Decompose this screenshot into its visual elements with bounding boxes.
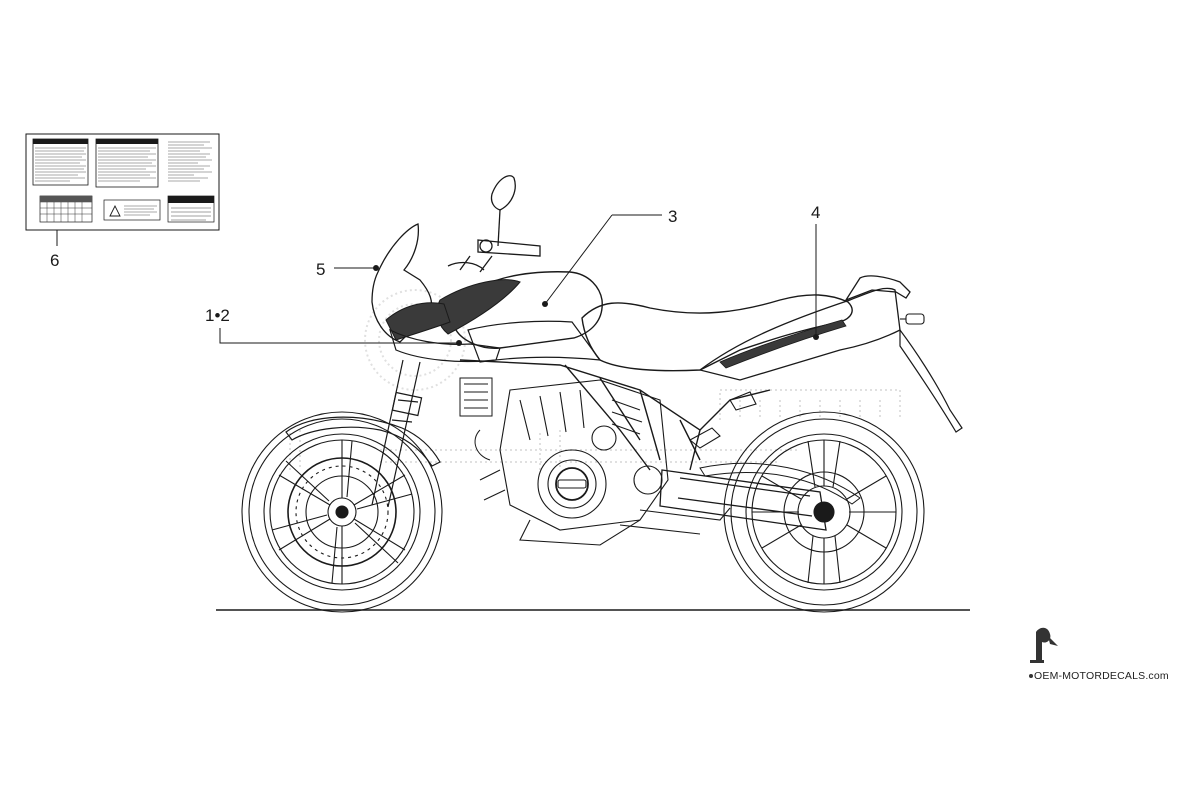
radiator: [459, 377, 493, 461]
front-wheel: [241, 411, 443, 613]
warning-triangle-icon: [109, 204, 121, 217]
callout-3-dot: [542, 301, 548, 307]
callout-12-leader: [219, 328, 458, 344]
pelican-icon: [1029, 627, 1058, 678]
front-fork: [371, 359, 423, 508]
front-mudguard: [285, 416, 441, 467]
seat: [581, 294, 853, 372]
windscreen: [371, 223, 433, 343]
tail-panel: [719, 319, 847, 369]
callout-4-label: 4: [811, 203, 820, 222]
callout-5-dot: [373, 265, 379, 271]
decal-sheet: [25, 133, 220, 231]
tank-side-panel: [467, 320, 602, 363]
brand-text: OEM-MOTORDECALS.com: [1034, 670, 1169, 682]
rear-wheel: [723, 411, 925, 613]
grab-rail: [844, 275, 911, 302]
engine: [479, 379, 669, 546]
sheet-label-caution: [103, 199, 161, 221]
callout-5-label: 5: [316, 260, 325, 279]
fuel-tank: [455, 271, 603, 349]
rear-bodywork: [698, 287, 901, 381]
swingarm: [659, 469, 827, 531]
sheet-label-warning-1: [32, 138, 89, 186]
handlebar: [447, 239, 541, 273]
rear-indicator: [900, 313, 925, 325]
motorcycle-drawing: [216, 175, 970, 613]
fairing-panel: [385, 302, 451, 341]
mirror: [490, 175, 516, 247]
callout-12-dot: [456, 340, 462, 346]
callout-6-label: 6: [50, 251, 59, 270]
callouts: 6 5 1•2 3 4: [50, 203, 820, 346]
rear-hugger: [899, 328, 963, 433]
chain-guard: [699, 462, 861, 505]
callout-4-dot: [813, 334, 819, 340]
tank-panel: [436, 279, 521, 335]
headlight-cowl: [389, 328, 501, 363]
footpeg-area: [689, 391, 757, 449]
sheet-label-warning-2: [95, 138, 159, 188]
exhaust: [619, 507, 731, 535]
sheet-label-table: [39, 195, 93, 223]
sheet-label-info: [168, 141, 212, 182]
brand-logo: OEM-MOTORDECALS.com: [1029, 627, 1169, 682]
sheet-label-pressure: [167, 195, 215, 223]
callout-12-label: 1•2: [205, 306, 230, 325]
callout-3-label: 3: [668, 207, 677, 226]
callout-3-leader-diag: [544, 214, 613, 305]
